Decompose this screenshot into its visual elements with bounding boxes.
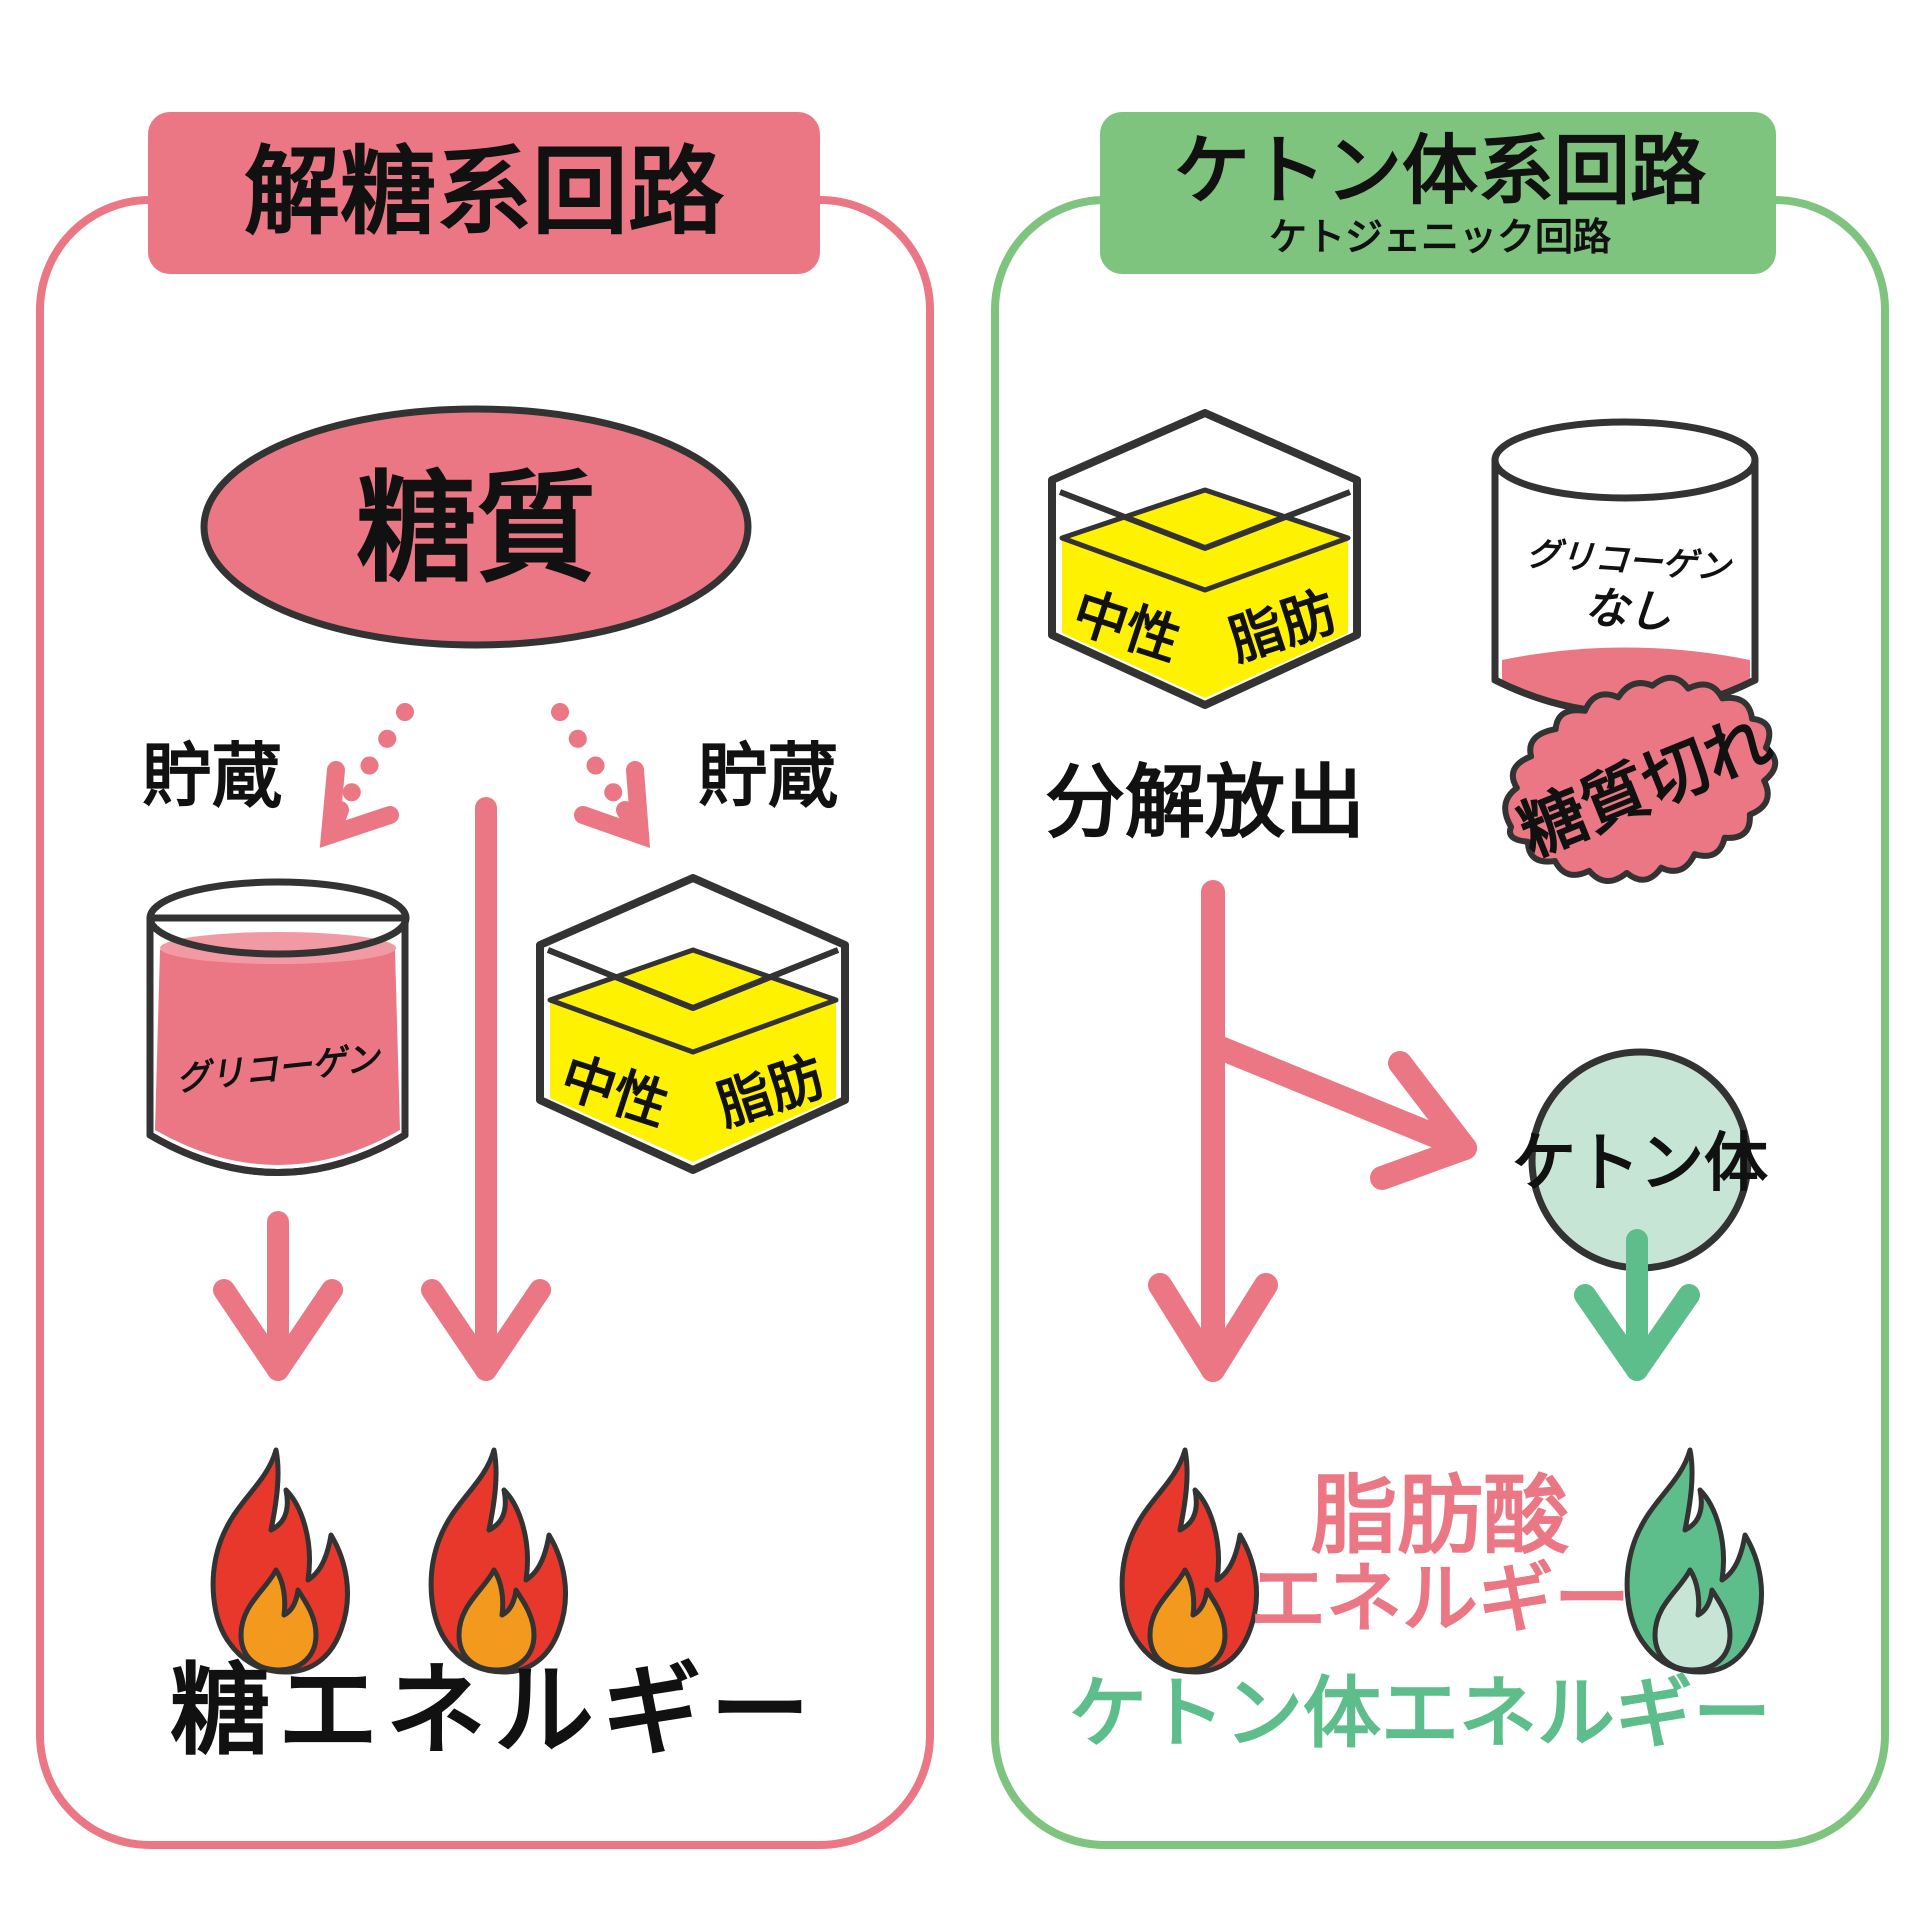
right-panel: ケトン体系回路 ケトジェニック回路 中性 脂肪 グリコーゲン なし 糖質切れ: [991, 112, 1889, 1849]
dotted-arrow-right: [551, 703, 651, 849]
glycogen-down-arrow: [213, 1211, 343, 1381]
fatty-acid-line2: エネルギー: [1250, 1554, 1630, 1643]
ketone-down-arrow: [1574, 1229, 1700, 1381]
left-title: 解糖系回路: [244, 136, 725, 248]
fat-release-arrow: [1148, 880, 1278, 1382]
glycogen-cylinder: グリコーゲン: [146, 878, 410, 1176]
right-title: ケトン体系回路: [1174, 126, 1707, 215]
ketone-body-label: ケトン体: [1512, 1127, 1768, 1201]
fatty-acid-line1: 脂肪酸: [1311, 1466, 1570, 1566]
center-arrow: [421, 797, 551, 1381]
store-left-label: 貯蔵: [142, 735, 282, 817]
store-right-label: 貯蔵: [698, 735, 838, 817]
ketone-energy-label: ケトン体エネルギー: [1069, 1669, 1771, 1759]
sugar-ellipse: [200, 405, 752, 649]
ketone-branch-arrow: [1201, 1033, 1477, 1190]
sugar-energy-label: 糖エネルギー: [170, 1652, 818, 1769]
empty-glycogen-cylinder: グリコーゲン なし: [1491, 418, 1759, 716]
release-label: 分解放出: [1045, 756, 1365, 849]
fat-cube-left: 中性 脂肪: [536, 874, 849, 1174]
sugar-label: 糖質: [356, 460, 596, 599]
dotted-arrow-left: [319, 703, 414, 848]
right-subtitle: ケトジェニック回路: [1269, 215, 1612, 259]
left-panel: 解糖系回路 糖質 貯蔵 貯蔵 グ: [36, 112, 934, 1849]
fat-cube-right: 中性 脂肪: [1048, 409, 1361, 709]
left-title-banner: [148, 112, 820, 274]
empty-glycogen-line2: なし: [1583, 582, 1674, 639]
right-title-banner: [1100, 112, 1776, 274]
